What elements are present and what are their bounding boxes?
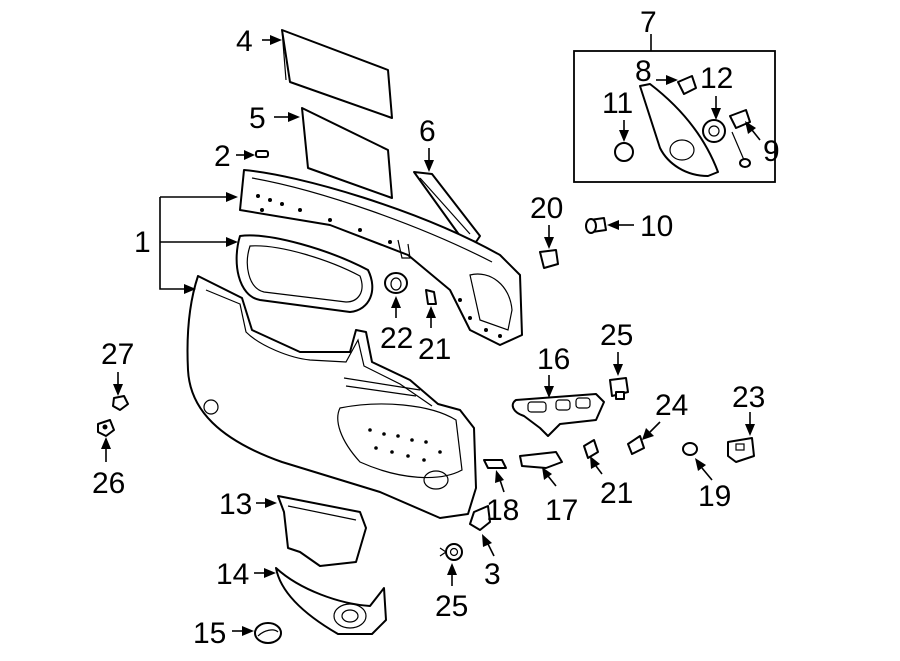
part-26-fastener <box>97 419 115 437</box>
part-16-switch-bezel <box>511 393 605 437</box>
part-22-escutcheon <box>384 272 408 294</box>
part-3-bracket <box>469 505 491 531</box>
part-13-armrest-base <box>277 495 367 567</box>
callout-14: 14 <box>216 558 249 591</box>
part-6-corner-trim <box>413 171 481 243</box>
part-23-switch <box>727 437 755 463</box>
callout-21-lower: 21 <box>600 477 633 510</box>
callout-25-upper: 25 <box>600 319 633 352</box>
part-19-plug <box>682 442 698 456</box>
part-17-handle <box>519 451 563 469</box>
part-25-knob-upper <box>609 377 629 400</box>
part-1-main-panel <box>186 275 477 519</box>
part-8-clip <box>677 75 697 95</box>
part-27-fastener <box>112 395 129 411</box>
callout-10: 10 <box>640 210 673 243</box>
part-21-clip-lower <box>583 439 599 459</box>
callout-5: 5 <box>249 102 266 135</box>
callout-19: 19 <box>698 480 731 513</box>
callout-2: 2 <box>214 140 231 173</box>
box-7-speaker-assembly <box>573 50 776 183</box>
callout-7: 7 <box>640 6 657 39</box>
part-9-connector <box>729 109 751 129</box>
part-24-clip <box>627 435 645 455</box>
callout-27: 27 <box>101 338 134 371</box>
part-14-map-pocket <box>275 567 387 635</box>
callout-6: 6 <box>419 115 436 148</box>
part-10-push-pin <box>585 217 607 234</box>
callout-16: 16 <box>537 343 570 376</box>
callout-20: 20 <box>530 192 563 225</box>
callout-3: 3 <box>484 558 501 591</box>
callout-1: 1 <box>134 226 151 259</box>
part-1-upper-frame <box>239 169 523 346</box>
callout-22: 22 <box>380 322 413 355</box>
callout-13: 13 <box>219 488 252 521</box>
callout-15: 15 <box>193 617 226 650</box>
callout-21-upper: 21 <box>418 333 451 366</box>
part-4-trim-pad <box>281 29 393 119</box>
callout-18: 18 <box>486 494 519 527</box>
callout-8: 8 <box>635 55 652 88</box>
part-5-insulator-pad <box>301 107 393 199</box>
part-25-knob-lower <box>439 543 463 561</box>
part-21-clip-upper <box>425 289 437 305</box>
part-18-pull <box>483 459 507 469</box>
callout-26: 26 <box>92 467 125 500</box>
callout-17: 17 <box>545 494 578 527</box>
callout-25-lower: 25 <box>435 590 468 623</box>
part-11-disk <box>614 142 634 162</box>
speaker-housing <box>639 83 719 177</box>
callout-23: 23 <box>732 381 765 414</box>
part-20-block <box>539 249 559 269</box>
callout-11: 11 <box>602 87 633 120</box>
part-2-pin <box>255 150 269 158</box>
part-15-speaker-grille <box>254 622 282 644</box>
part-1-middle-bezel <box>235 234 374 313</box>
callout-4: 4 <box>236 25 253 58</box>
callout-12: 12 <box>700 62 733 95</box>
callout-9: 9 <box>763 135 780 168</box>
callout-24: 24 <box>655 389 688 422</box>
part-12-speaker <box>702 119 726 143</box>
